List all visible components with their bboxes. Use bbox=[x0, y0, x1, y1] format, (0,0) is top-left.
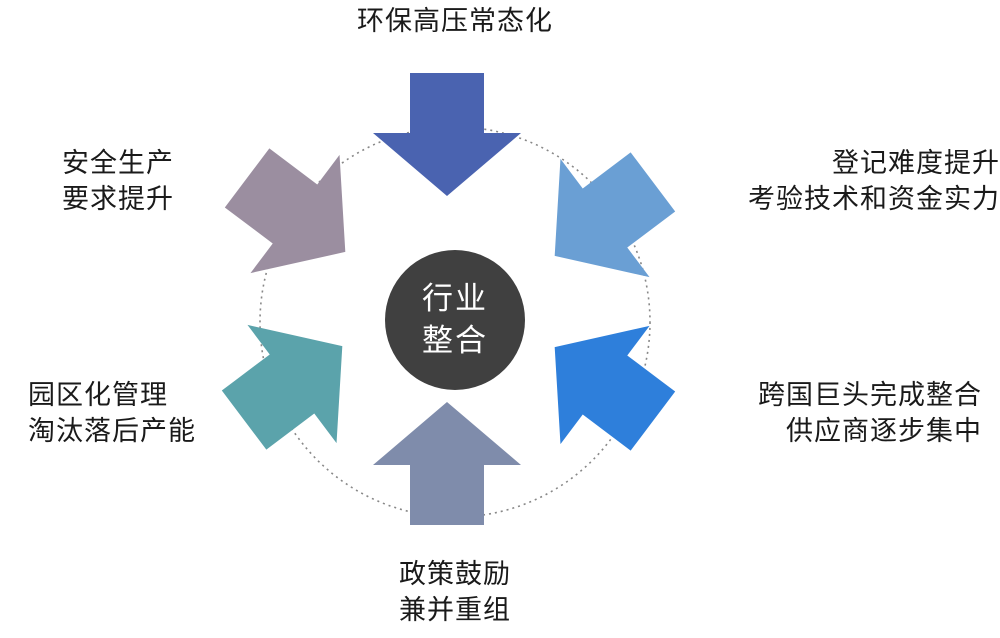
label-line: 考验技术和资金实力 bbox=[748, 184, 1000, 215]
center-label-line2: 整合 bbox=[422, 323, 488, 359]
arrow-environmental-pressure bbox=[373, 73, 521, 196]
label-line: 环保高压常态化 bbox=[357, 6, 553, 37]
label-environmental-pressure: 环保高压常态化 bbox=[0, 4, 910, 40]
center-label-line1: 行业 bbox=[422, 281, 488, 317]
label-line: 要求提升 bbox=[62, 184, 174, 215]
label-line: 园区化管理 bbox=[28, 380, 168, 411]
label-line: 登记难度提升 bbox=[832, 148, 1000, 179]
arrow-park-management bbox=[221, 324, 343, 450]
arrow-multinational-integration bbox=[554, 325, 676, 451]
label-park-management: 园区化管理 淘汰落后产能 bbox=[28, 378, 196, 450]
label-safety-production: 安全生产 要求提升 bbox=[62, 146, 174, 218]
label-line: 安全生产 bbox=[62, 148, 174, 179]
center-label: 行业 整合 bbox=[385, 250, 525, 390]
center-circle bbox=[385, 250, 525, 390]
label-policy-encouragement: 政策鼓励 兼并重组 bbox=[0, 557, 910, 629]
label-multinational-integration: 跨国巨头完成整合 供应商逐步集中 bbox=[700, 378, 982, 450]
label-line: 兼并重组 bbox=[399, 595, 511, 626]
arrow-safety-production bbox=[224, 148, 346, 274]
label-registration-difficulty: 登记难度提升 考验技术和资金实力 bbox=[700, 146, 1000, 218]
label-line: 淘汰落后产能 bbox=[28, 416, 196, 447]
label-line: 政策鼓励 bbox=[399, 559, 511, 590]
label-line: 供应商逐步集中 bbox=[786, 416, 982, 447]
arrow-policy-encouragement bbox=[373, 402, 521, 525]
label-line: 跨国巨头完成整合 bbox=[758, 380, 982, 411]
arrow-registration-difficulty bbox=[554, 152, 676, 278]
